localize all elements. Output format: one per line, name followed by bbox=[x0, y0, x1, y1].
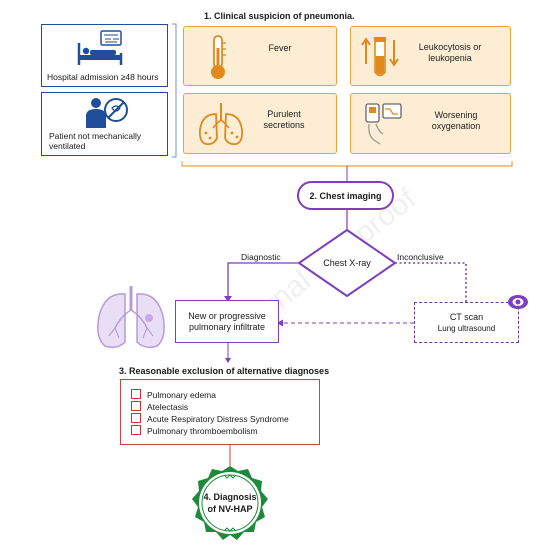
hospital-bed-icon bbox=[77, 30, 123, 65]
diagnosis-line1: 4. Diagnosis bbox=[203, 492, 257, 502]
diagnosis-badge bbox=[192, 466, 268, 540]
exclusion-item: Pulmonary edema bbox=[131, 388, 216, 400]
purulent-label: Purulent secretions bbox=[263, 109, 305, 130]
symptom-leukocytosis: Leukocytosis or leukopenia bbox=[350, 26, 511, 86]
inconclusive-edge-label: Inconclusive bbox=[397, 252, 444, 262]
lungs-icon bbox=[198, 103, 244, 146]
symptom-oxygenation: Worsening oxygenation bbox=[350, 93, 511, 154]
thermometer-icon bbox=[211, 35, 226, 79]
not-ventilated-box: Patient not mechanically ventilated bbox=[41, 92, 168, 156]
symptom-fever: Fever bbox=[183, 26, 337, 86]
step-3-title: 3. Reasonable exclusion of alternative d… bbox=[119, 366, 330, 376]
check-icon bbox=[131, 425, 141, 435]
leukocytosis-label: Leukocytosis or leukopenia bbox=[418, 42, 482, 63]
hospital-admission-label: Hospital admission ≥48 hours bbox=[47, 72, 159, 82]
pulse-oximeter-icon bbox=[365, 103, 402, 145]
diagnosis-line2: of NV-HAP bbox=[207, 504, 253, 514]
symptom-purulent: Purulent secretions bbox=[183, 93, 337, 154]
ct-scan-label: CT scan bbox=[449, 311, 484, 322]
chest-xray-diamond bbox=[297, 228, 397, 298]
chest-imaging-node: 2. Chest imaging bbox=[297, 181, 394, 210]
infiltrate-box: New or progressive pulmonary infiltrate bbox=[175, 300, 279, 343]
step-1-title: 1. Clinical suspicion of pneumonia. bbox=[204, 11, 355, 21]
exclusion-item: Atelectasis bbox=[131, 400, 188, 412]
check-icon bbox=[131, 413, 141, 423]
eye-icon bbox=[508, 295, 528, 309]
check-icon bbox=[131, 389, 141, 399]
exclusion-item: Acute Respiratory Distress Syndrome bbox=[131, 412, 289, 424]
infiltrate-line1: New or progressive bbox=[188, 310, 266, 321]
xray-lungs-icon bbox=[97, 286, 165, 349]
exclusion-item: Pulmonary thromboembolism bbox=[131, 424, 258, 436]
hospital-admission-box: Hospital admission ≥48 hours bbox=[41, 24, 168, 87]
chest-xray-label: Chest X-ray bbox=[323, 258, 371, 268]
infiltrate-line2: pulmonary infiltrate bbox=[188, 321, 266, 332]
no-ventilator-icon bbox=[86, 98, 128, 128]
fever-label: Fever bbox=[268, 43, 292, 53]
ct-scan-box: CT scan Lung ultrasound bbox=[414, 302, 519, 343]
blood-tube-icon bbox=[361, 37, 399, 77]
not-ventilated-label: Patient not mechanically ventilated bbox=[49, 131, 142, 151]
diagnostic-edge-label: Diagnostic bbox=[241, 252, 281, 262]
lung-ultrasound-label: Lung ultrasound bbox=[437, 323, 496, 333]
oxygenation-label: Worsening oxygenation bbox=[431, 110, 481, 131]
alternative-diagnoses-box: Pulmonary edema Atelectasis Acute Respir… bbox=[120, 379, 320, 445]
check-icon bbox=[131, 401, 141, 411]
